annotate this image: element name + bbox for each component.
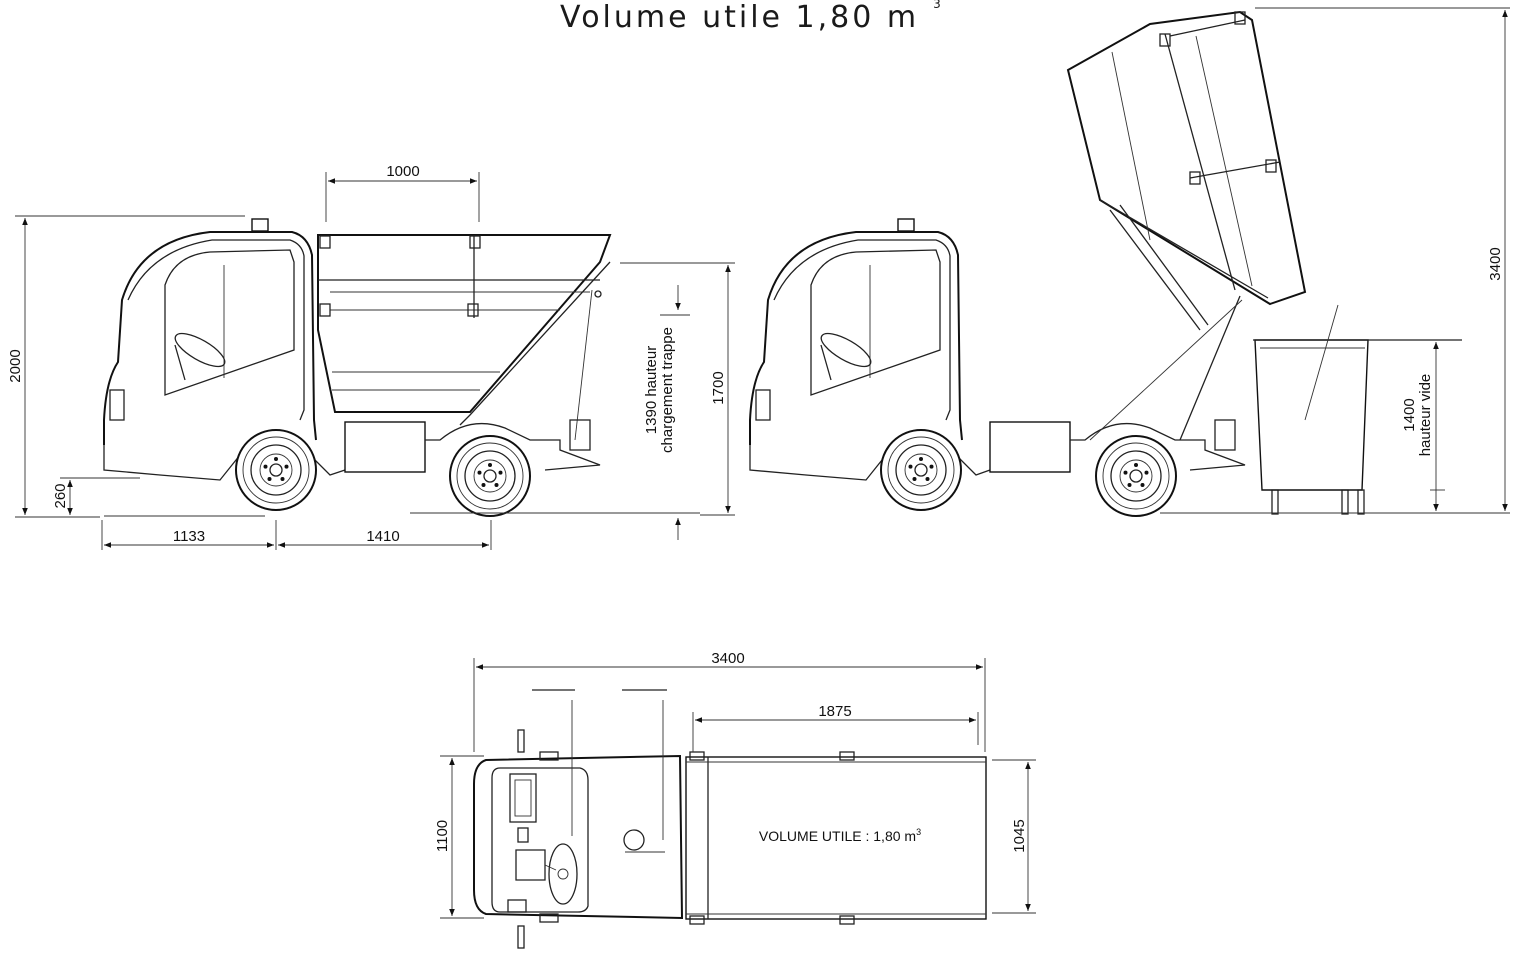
dim-bin-label: hauteur vide bbox=[1417, 374, 1434, 457]
dim-box-width: 1045 bbox=[1011, 819, 1028, 852]
dim-tipping-total-height: 3400 bbox=[1487, 247, 1504, 280]
dim-front-overhang: 1133 bbox=[173, 528, 205, 545]
dim-top-width: 1000 bbox=[386, 163, 419, 180]
volume-label-sup: 3 bbox=[916, 827, 921, 837]
dim-top-length: 3400 bbox=[711, 650, 744, 667]
dim-box-length: 1875 bbox=[818, 703, 851, 720]
dim-bin-height: 1400 bbox=[1401, 398, 1418, 431]
side-view-dimensions bbox=[15, 172, 735, 550]
title-superscript: 3 bbox=[933, 0, 944, 11]
dim-body-height: 1700 bbox=[710, 371, 727, 404]
dim-ground-clearance: 260 bbox=[52, 483, 69, 508]
drawing-title: Volume utile 1,80 m 3 bbox=[560, 0, 980, 40]
dim-hatch-height: 1390 hauteur bbox=[643, 346, 660, 434]
title-text: Volume utile 1,80 m bbox=[560, 0, 920, 35]
dim-wheelbase: 1410 bbox=[366, 528, 399, 545]
volume-label: VOLUME UTILE : 1,80 m3 bbox=[759, 827, 921, 844]
tipping-view-dimensions bbox=[1255, 7, 1510, 511]
tipping-view-vehicle bbox=[749, 10, 1510, 517]
dim-top-width: 1100 bbox=[434, 820, 451, 852]
dim-hatch-label: chargement trappe bbox=[659, 327, 676, 453]
dim-height-total: 2000 bbox=[7, 349, 24, 382]
side-view-vehicle bbox=[103, 218, 700, 517]
top-view-vehicle bbox=[473, 689, 987, 949]
top-view-dimensions bbox=[440, 658, 1036, 919]
volume-label-text: VOLUME UTILE : 1,80 m bbox=[759, 828, 916, 844]
